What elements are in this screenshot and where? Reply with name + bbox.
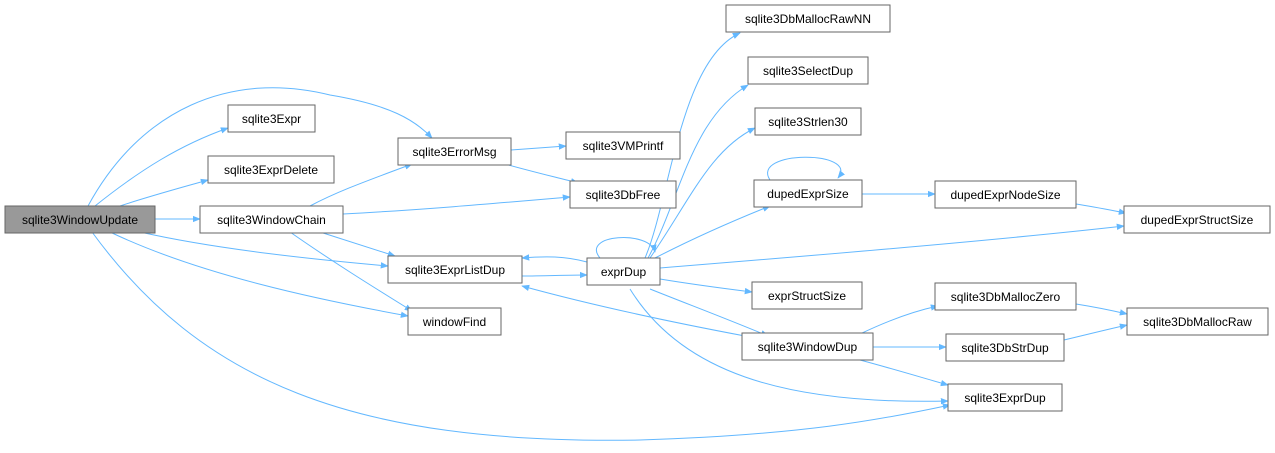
edge-exprdup-strlen30 xyxy=(649,127,756,259)
node-exprstructsize[interactable]: exprStructSize xyxy=(751,281,863,310)
node-dupedexprstructsize[interactable]: dupedExprStructSize xyxy=(1123,205,1271,234)
node-sqlite3exprdelete[interactable]: sqlite3ExprDelete xyxy=(207,155,335,184)
node-label: sqlite3WindowChain xyxy=(217,213,326,227)
edge-errormsg-vmprintf xyxy=(510,143,567,151)
edge-dbmalloczero-dbmallocraw xyxy=(1075,303,1128,316)
edge-windowchain-windowfind xyxy=(289,231,413,312)
edge-exprdup-sqlite3exprdup xyxy=(629,288,949,405)
node-sqlite3exprdup[interactable]: sqlite3ExprDup xyxy=(947,383,1063,412)
node-sqlite3vmprintf[interactable]: sqlite3VMPrintf xyxy=(565,131,681,160)
node-sqlite3windowupdate[interactable]: sqlite3WindowUpdate xyxy=(4,205,156,234)
node-label: sqlite3DbFree xyxy=(586,188,661,202)
node-sqlite3strlen30[interactable]: sqlite3Strlen30 xyxy=(754,107,862,136)
edge-exprdup-exprlistdup xyxy=(521,254,588,263)
node-sqlite3exprlistdup[interactable]: sqlite3ExprListDup xyxy=(387,255,523,284)
node-label: dupedExprStructSize xyxy=(1141,213,1254,227)
node-label: sqlite3DbStrDup xyxy=(961,341,1049,355)
nodes: sqlite3WindowUpdate sqlite3Expr sqlite3E… xyxy=(4,4,1271,412)
node-label: sqlite3DbMallocRawNN xyxy=(745,12,871,26)
edge-exprdup-windowdup xyxy=(649,288,769,337)
node-label: sqlite3ExprListDup xyxy=(405,263,505,277)
node-label: sqlite3Expr xyxy=(242,112,301,126)
node-sqlite3dbmallocraw[interactable]: sqlite3DbMallocRaw xyxy=(1126,307,1269,336)
edge-nodesize-structsize xyxy=(1075,203,1127,215)
node-dupedexprnodesize[interactable]: dupedExprNodeSize xyxy=(934,180,1077,209)
edge-windowupdate-exprdelete xyxy=(119,178,209,207)
edge-windowdup-exprlistdup xyxy=(521,284,746,337)
node-label: sqlite3DbMallocRaw xyxy=(1143,315,1252,329)
node-label: sqlite3WindowUpdate xyxy=(22,213,138,227)
edge-dupedexprsize-self xyxy=(767,156,845,181)
node-windowfind[interactable]: windowFind xyxy=(407,307,502,336)
node-label: sqlite3DbMallocZero xyxy=(951,290,1061,304)
node-sqlite3errormsg[interactable]: sqlite3ErrorMsg xyxy=(397,137,512,166)
edge-windowchain-errormsg xyxy=(309,163,413,207)
node-label: windowFind xyxy=(422,315,486,329)
edge-exprdup-dupedexprsize xyxy=(654,205,771,259)
edge-windowchain-dbfree xyxy=(342,194,571,215)
node-label: exprDup xyxy=(601,265,647,279)
node-sqlite3windowchain[interactable]: sqlite3WindowChain xyxy=(199,205,344,234)
node-label: sqlite3WindowDup xyxy=(758,340,858,354)
edge-windowupdate-sqlite3exprdup xyxy=(91,231,951,441)
edge-windowupdate-windowfind xyxy=(109,231,409,318)
edge-exprdup-self xyxy=(596,237,657,259)
node-label: sqlite3ExprDup xyxy=(964,391,1046,405)
node-label: sqlite3ExprDelete xyxy=(224,163,318,177)
edge-windowupdate-expr xyxy=(94,127,229,207)
edge-errormsg-dbfree xyxy=(504,163,579,185)
edges xyxy=(87,32,1128,441)
node-exprdup[interactable]: exprDup xyxy=(586,257,661,286)
edge-exprlistdup-exprdup xyxy=(521,271,588,279)
node-label: sqlite3Strlen30 xyxy=(768,115,848,129)
node-dupedexprsize[interactable]: dupedExprSize xyxy=(753,179,863,208)
edge-windowdup-sqlite3exprdup xyxy=(859,359,949,387)
node-label: sqlite3VMPrintf xyxy=(583,139,664,153)
node-label: sqlite3ErrorMsg xyxy=(412,145,496,159)
node-label: dupedExprSize xyxy=(767,187,849,201)
node-sqlite3selectdup[interactable]: sqlite3SelectDup xyxy=(747,56,869,85)
edge-exprdup-selectdup xyxy=(647,84,749,259)
edge-windowchain-exprlistdup xyxy=(319,231,396,257)
node-sqlite3windowdup[interactable]: sqlite3WindowDup xyxy=(741,332,874,361)
node-sqlite3dbfree[interactable]: sqlite3DbFree xyxy=(569,180,677,209)
node-sqlite3dbmalloczero[interactable]: sqlite3DbMallocZero xyxy=(934,282,1077,311)
node-label: dupedExprNodeSize xyxy=(950,188,1060,202)
edge-dbstrdup-dbmallocraw xyxy=(1063,323,1128,341)
edge-exprdup-exprstructsize xyxy=(659,278,753,295)
node-sqlite3dbstrdup[interactable]: sqlite3DbStrDup xyxy=(945,333,1065,362)
node-label: sqlite3SelectDup xyxy=(763,64,853,78)
edge-windowupdate-exprlistdup xyxy=(139,231,389,269)
edge-exprdup-dupedexprstructsize xyxy=(659,223,1125,269)
edge-windowdup-dbmalloczero xyxy=(859,304,939,335)
node-label: exprStructSize xyxy=(768,289,846,303)
node-sqlite3expr[interactable]: sqlite3Expr xyxy=(227,104,316,133)
edge-windowupdate-errormsg xyxy=(87,87,433,207)
node-sqlite3dbmallocrawnn[interactable]: sqlite3DbMallocRawNN xyxy=(725,4,891,33)
